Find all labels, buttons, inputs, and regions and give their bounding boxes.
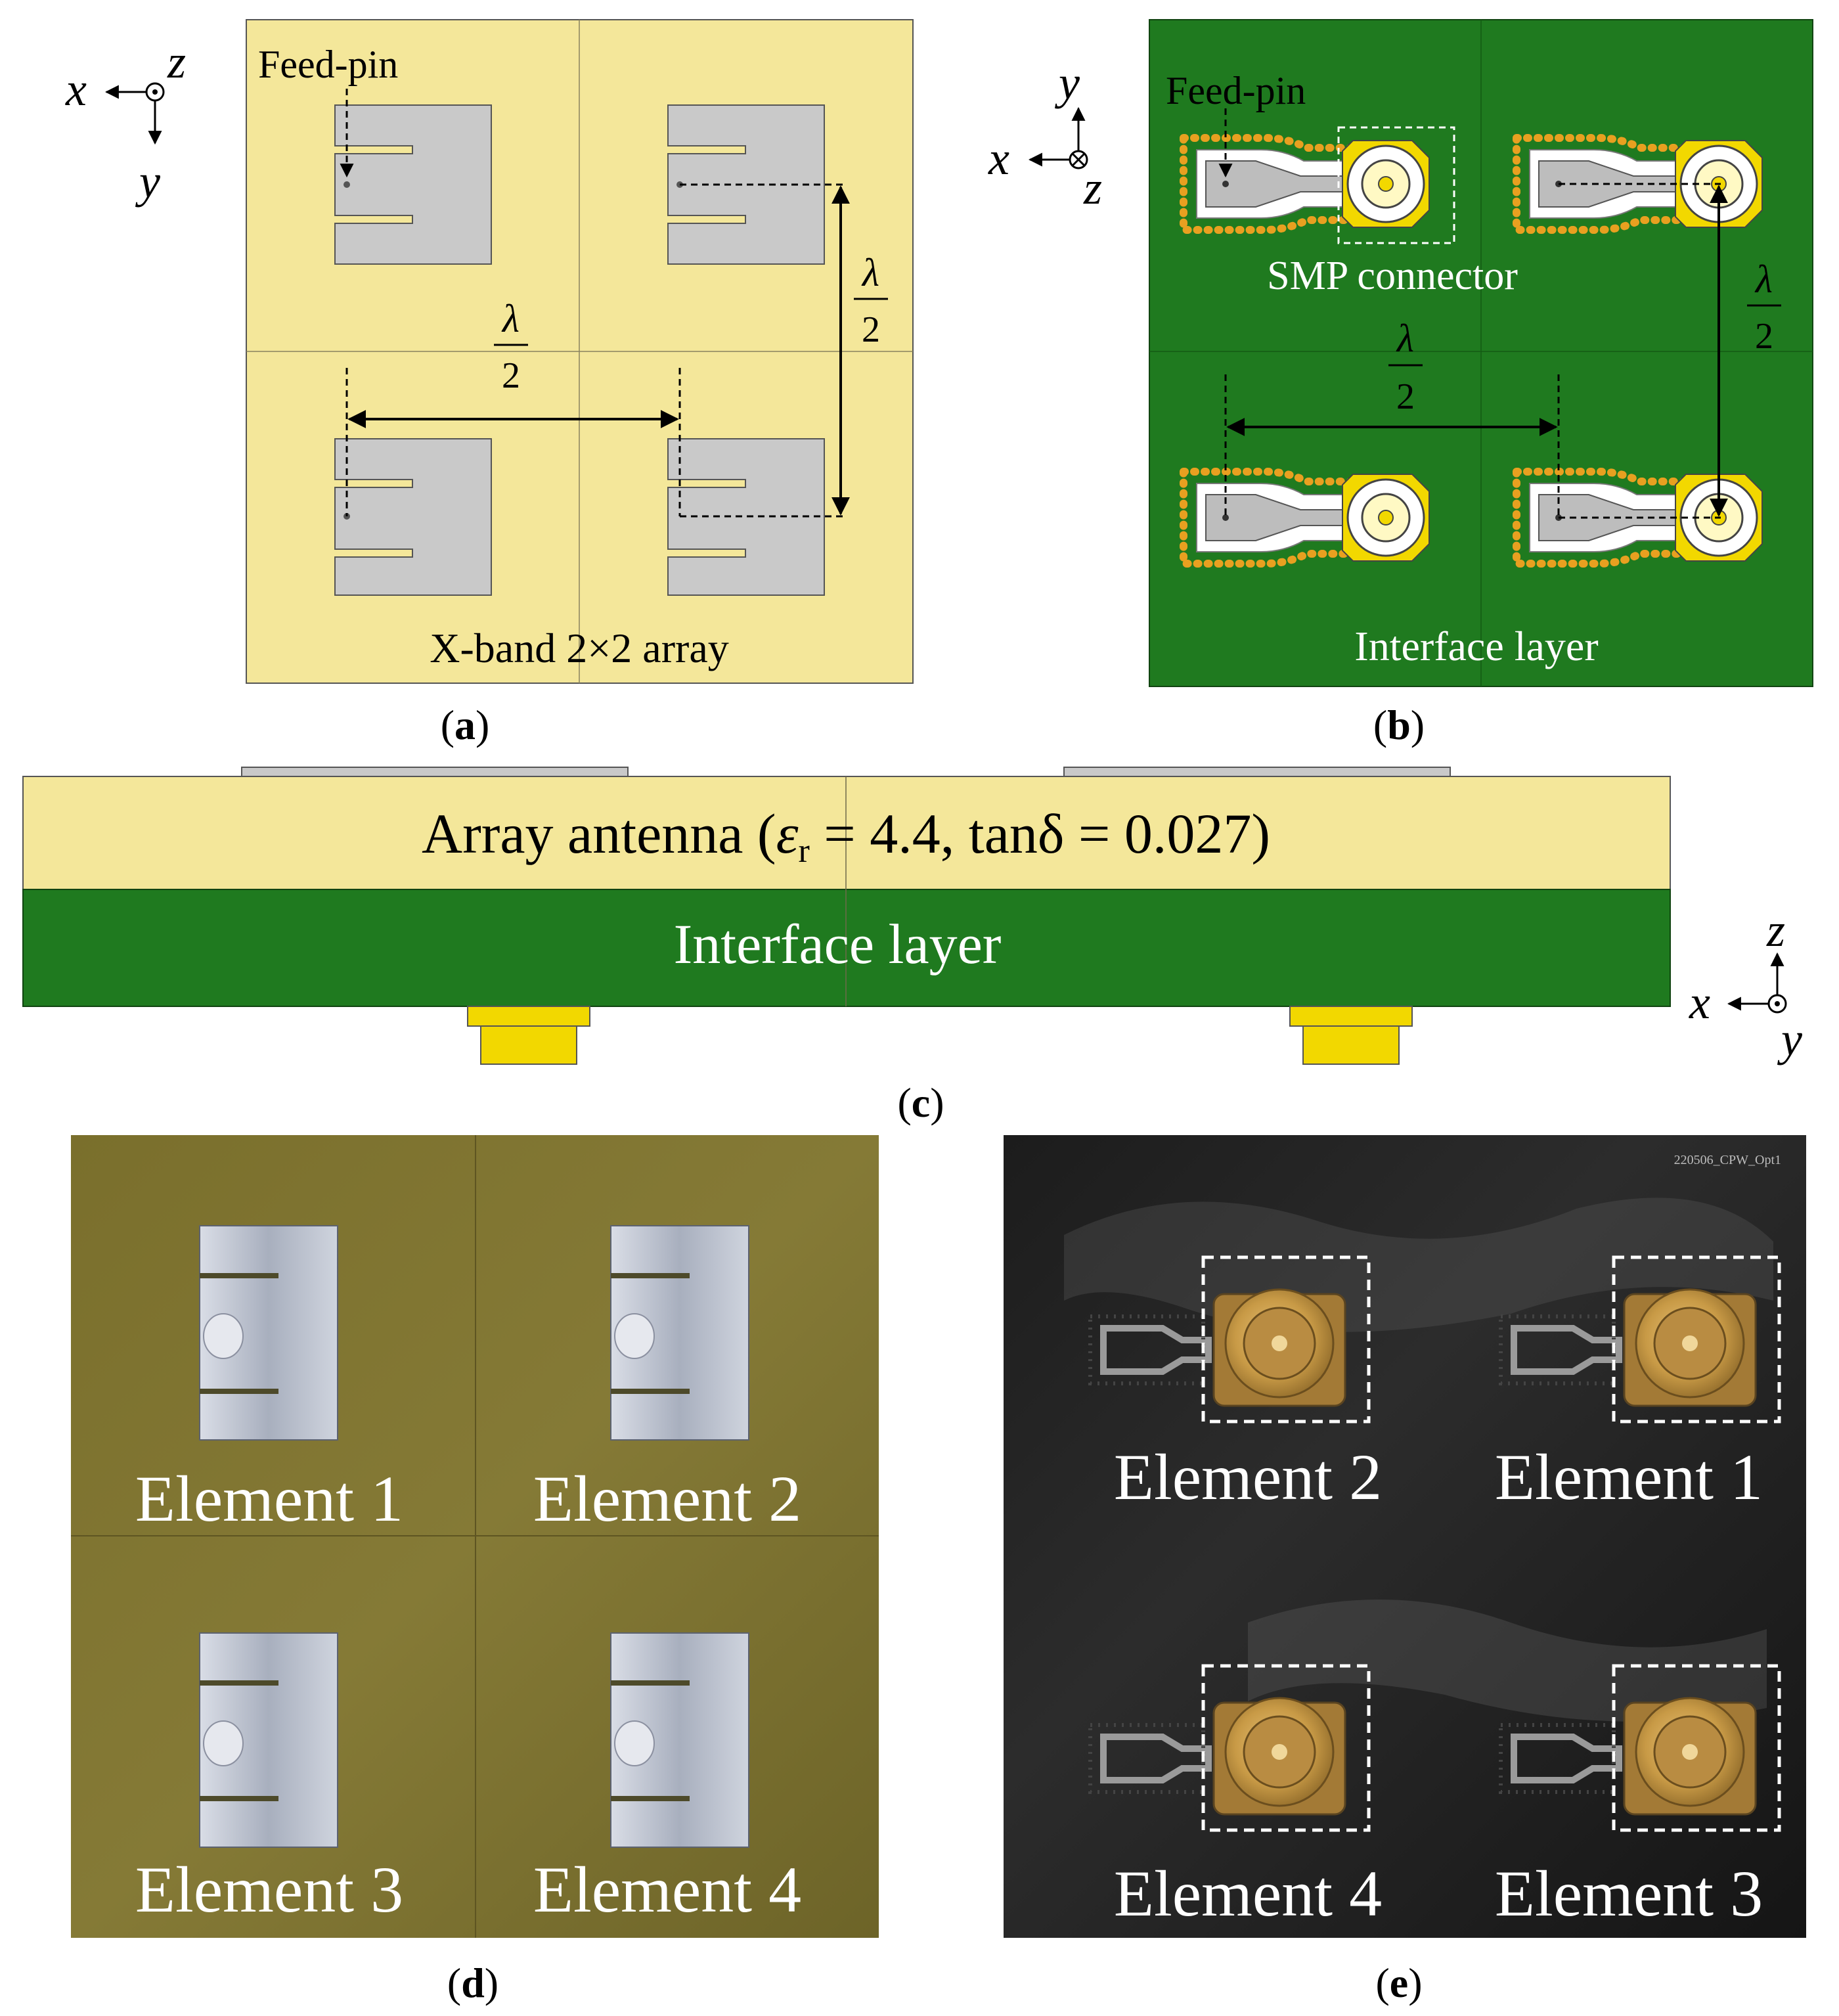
caption-e: (e) bbox=[1375, 1960, 1422, 2006]
axis-label-y: y bbox=[135, 155, 160, 208]
panel-d: Element 1 Element 2 Element 3 Element 4 … bbox=[71, 1135, 879, 2006]
fraction-denominator: 2 bbox=[502, 355, 520, 396]
fabricated-patch bbox=[199, 1632, 338, 1848]
interface-layer-label: Interface layer bbox=[674, 912, 1002, 975]
connector-highlight-box bbox=[1201, 1255, 1371, 1423]
feed-pin-dot bbox=[343, 181, 350, 188]
axis-label-x: x bbox=[65, 63, 87, 116]
connector-highlight-box bbox=[1612, 1664, 1781, 1832]
coordinate-axes: x y z bbox=[988, 56, 1102, 214]
caption-b: (b) bbox=[1373, 702, 1425, 748]
smp-connector-profile bbox=[467, 1006, 590, 1065]
array-antenna-layer bbox=[22, 776, 1671, 890]
fabricated-patch bbox=[610, 1632, 749, 1848]
interface-layer-profile bbox=[22, 889, 1671, 1007]
connector-highlight-box bbox=[1337, 126, 1455, 244]
patch-element bbox=[667, 438, 825, 596]
element-label: Element 4 bbox=[533, 1853, 801, 1926]
axis-label-z: z bbox=[167, 35, 186, 88]
cpw-feed-unit bbox=[1180, 134, 1430, 234]
caption-c: (c) bbox=[897, 1079, 944, 1126]
axis-label-y: y bbox=[1054, 56, 1080, 109]
panel-a: Feed-pin λ 2 λ 2 X-band 2×2 array x z y … bbox=[65, 19, 914, 748]
coordinate-axes: x z y bbox=[1689, 904, 1802, 1065]
axis-label-y: y bbox=[1777, 1013, 1802, 1065]
fabricated-smp-connector bbox=[1088, 1288, 1346, 1407]
fraction-denominator: 2 bbox=[862, 309, 880, 350]
element-label: Element 3 bbox=[1495, 1857, 1763, 1930]
caption-d: (d) bbox=[447, 1960, 499, 2006]
element-label: Element 2 bbox=[1114, 1441, 1382, 1513]
panel-c: Array antenna (εr = 4.4, tanδ = 0.027) I… bbox=[22, 767, 1802, 1126]
interface-layer-title: Interface layer bbox=[1354, 623, 1598, 669]
array-title: X-band 2×2 array bbox=[430, 625, 728, 671]
lambda-symbol: λ bbox=[501, 297, 520, 340]
feed-pin-label: Feed-pin bbox=[258, 43, 398, 86]
element-label: Element 1 bbox=[135, 1462, 403, 1535]
lambda-symbol: λ bbox=[861, 251, 879, 294]
panel-b: Feed-pin SMP connector λ 2 λ 2 Interface… bbox=[988, 19, 1813, 748]
fabricated-patch bbox=[199, 1225, 338, 1441]
fraction-denominator: 2 bbox=[1396, 376, 1415, 417]
axis-label-x: x bbox=[988, 132, 1009, 185]
axis-label-z: z bbox=[1083, 162, 1102, 214]
board-id-label: 220506_CPW_Opt1 bbox=[1674, 1153, 1781, 1167]
photo-residue bbox=[1248, 1600, 1767, 1722]
smp-connector-label: SMP connector bbox=[1267, 254, 1518, 298]
element-label: Element 1 bbox=[1495, 1441, 1763, 1513]
lambda-symbol: λ bbox=[1396, 317, 1414, 360]
smp-connector-profile bbox=[1289, 1006, 1413, 1065]
element-label: Element 4 bbox=[1114, 1857, 1382, 1930]
patch-element bbox=[667, 104, 825, 265]
fraction-denominator: 2 bbox=[1755, 316, 1773, 357]
feed-pin-label: Feed-pin bbox=[1166, 69, 1306, 112]
caption-a: (a) bbox=[441, 702, 490, 748]
lambda-symbol: λ bbox=[1754, 258, 1773, 301]
patch-element bbox=[334, 104, 492, 265]
axis-label-x: x bbox=[1689, 976, 1710, 1029]
connector-highlight-box bbox=[1201, 1664, 1371, 1832]
coordinate-axes: x z y bbox=[65, 35, 186, 208]
element-label: Element 3 bbox=[135, 1853, 403, 1926]
array-antenna-label: Array antenna (εr = 4.4, tanδ = 0.027) bbox=[422, 802, 1270, 870]
panel-e: 220506_CPW_Opt1 Element 2 Element 1 Elem… bbox=[1004, 1135, 1806, 2006]
element-label: Element 2 bbox=[533, 1462, 801, 1535]
patch-element bbox=[334, 438, 492, 596]
connector-highlight-box bbox=[1612, 1255, 1781, 1423]
fabricated-patch bbox=[610, 1225, 749, 1441]
axis-label-z: z bbox=[1766, 904, 1785, 956]
top-patch-profile bbox=[241, 767, 629, 777]
top-patch-profile bbox=[1063, 767, 1451, 777]
